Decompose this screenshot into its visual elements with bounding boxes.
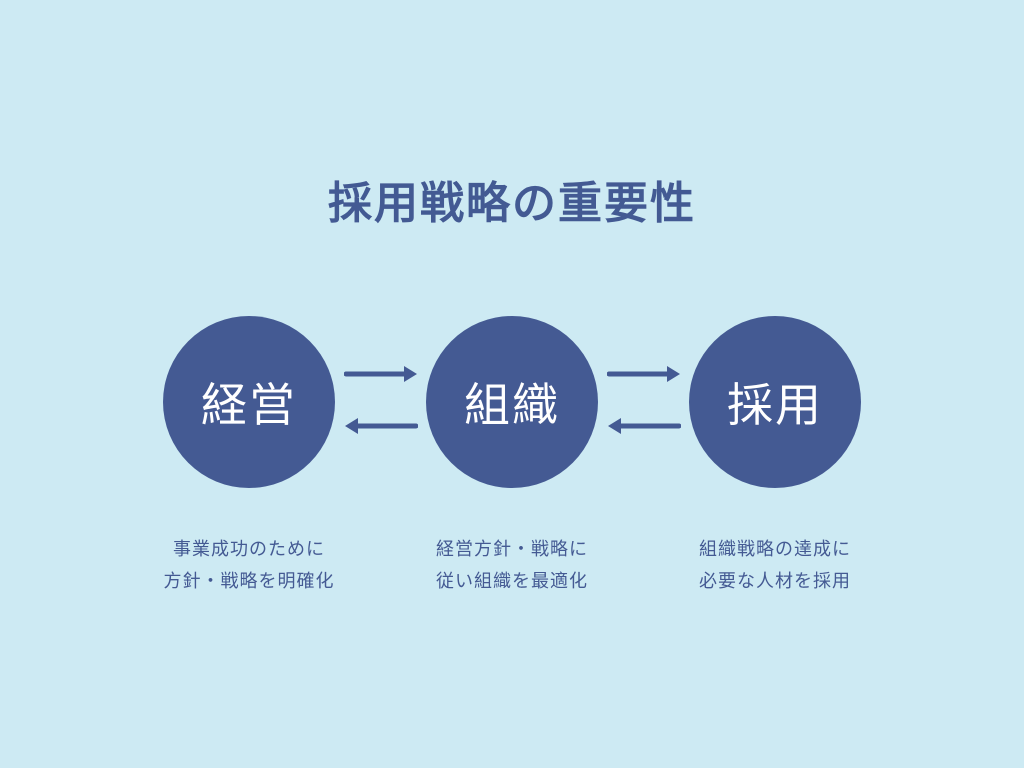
description-line: 方針・戦略を明確化 [163,571,335,592]
node-recruitment: 採用 [689,316,861,488]
arrow-left-icon [608,418,681,434]
arrow-right-icon [607,366,680,382]
node-organization: 組織 [426,316,598,488]
description-line: 事業成功のために [173,539,325,560]
description-line: 必要な人材を採用 [699,571,851,592]
node-label: 組織 [464,378,560,432]
description-line: 従い組織を最適化 [436,571,588,592]
arrow-right-icon [344,366,417,382]
arrow-left-icon [345,418,418,434]
bidirectional-arrows-2 [607,366,681,434]
node-label: 経営 [201,378,297,432]
description-line: 組織戦略の達成に [699,539,851,560]
node-label: 採用 [727,378,823,432]
bidirectional-arrows-1 [344,366,418,434]
node-description-recruitment: 組織戦略の達成に 必要な人材を採用 [655,534,895,598]
description-line: 経営方針・戦略に [436,539,588,560]
node-description-management: 事業成功のために 方針・戦略を明確化 [129,534,369,598]
node-description-organization: 経営方針・戦略に 従い組織を最適化 [392,534,632,598]
node-management: 経営 [163,316,335,488]
page-title: 採用戦略の重要性 [328,178,696,229]
